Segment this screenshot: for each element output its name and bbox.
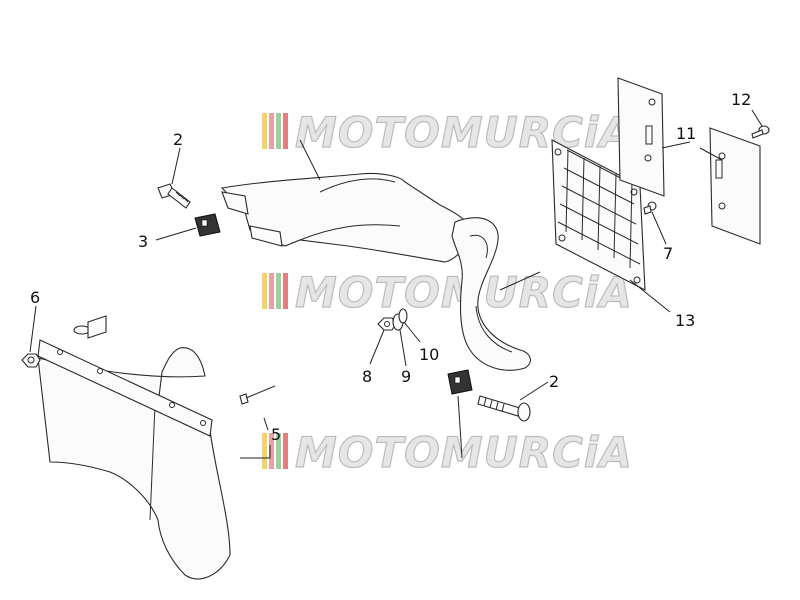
reflector-bracket-right (709, 127, 761, 245)
mudflap-mounting-bar (37, 339, 213, 437)
screw-7 (643, 201, 657, 215)
leader-lines (29, 109, 763, 459)
callout-13: 13 (675, 311, 695, 330)
bolt-2-lower (477, 395, 531, 422)
bolt-2-top (157, 183, 191, 209)
screw-12 (751, 125, 770, 139)
rivet-5 (239, 385, 276, 405)
callout-12: 12 (731, 90, 751, 109)
callout-7: 7 (663, 244, 673, 263)
callout-2-lower: 2 (549, 372, 559, 391)
mudflap (37, 347, 231, 580)
watermark-text: MOTOMURCiA (295, 428, 633, 477)
watermark-stripe (269, 113, 274, 149)
watermark-middle: MOTOMURCiA (262, 267, 632, 318)
bar-hole (169, 402, 175, 408)
mudflap-bolt (73, 315, 107, 339)
clip-3 (194, 213, 221, 237)
watermark-stripe (283, 433, 288, 469)
callout-10: 10 (419, 345, 439, 364)
washer-10 (398, 308, 408, 324)
watermark-stripe (283, 113, 288, 149)
watermark-stripe (262, 273, 267, 309)
watermark-top: MOTOMURCiA (262, 107, 633, 158)
callout-5: 5 (271, 425, 281, 444)
bar-hole (57, 349, 63, 355)
watermark-stripe (276, 113, 281, 149)
watermark-stripe (269, 433, 274, 469)
callout-6: 6 (30, 288, 40, 307)
reflector-bracket-left (617, 77, 665, 197)
callout-8: 8 (362, 367, 372, 386)
watermark-text: MOTOMURCiA (295, 108, 633, 157)
watermark-stripe (262, 113, 267, 149)
watermark-stripe (276, 433, 281, 469)
clip-lower (447, 369, 473, 395)
watermark-stripe (283, 273, 288, 309)
bar-hole (200, 420, 206, 426)
rear-fender (220, 172, 531, 371)
callout-9: 9 (401, 367, 411, 386)
nut-6 (21, 353, 41, 368)
callout-3: 3 (138, 232, 148, 251)
watermark-bottom: MOTOMURCiA (262, 427, 633, 478)
callout-11: 11 (676, 124, 696, 143)
watermark-stripe (269, 273, 274, 309)
watermark-stripe (262, 433, 267, 469)
bar-hole (97, 368, 103, 374)
callout-2-top: 2 (173, 130, 183, 149)
watermark-stripe (276, 273, 281, 309)
